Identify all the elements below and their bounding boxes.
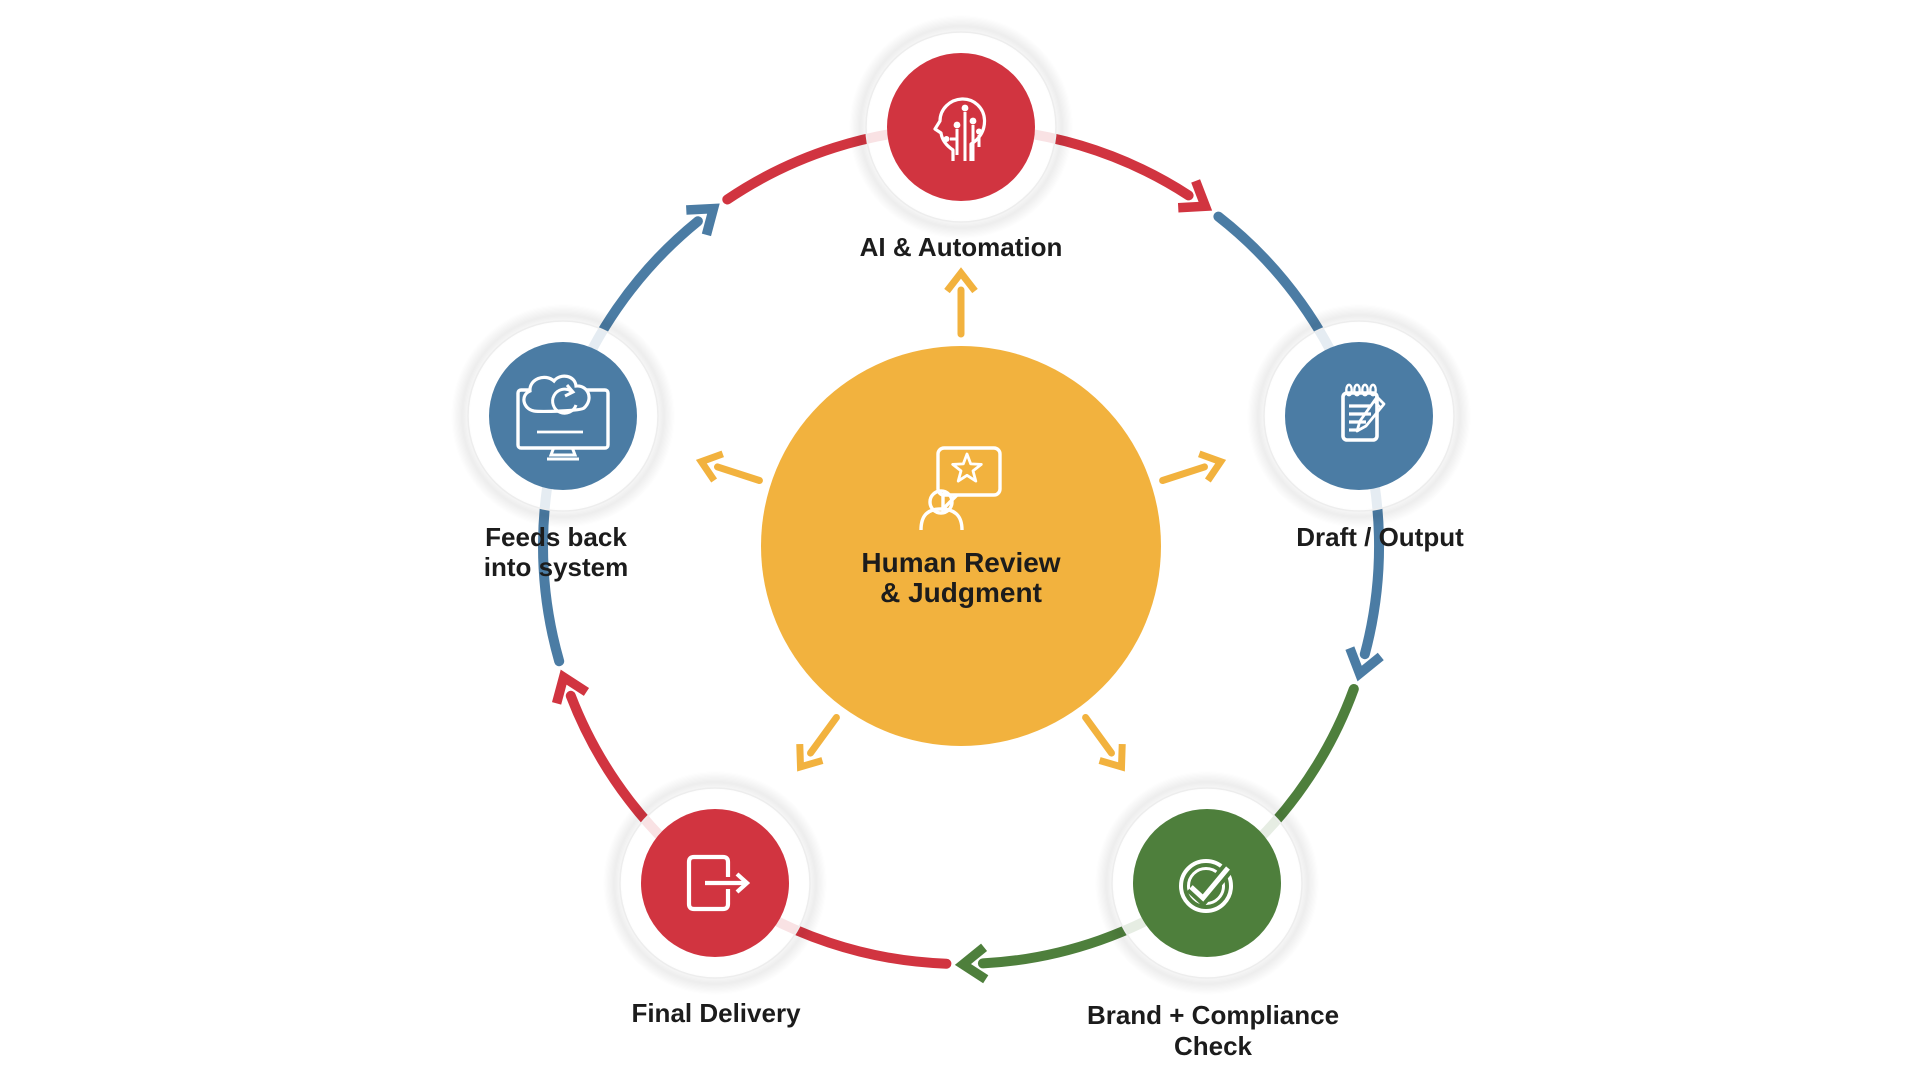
node-label-line1: Feeds back: [485, 522, 627, 552]
node-final-delivery: Final Delivery: [603, 771, 827, 1028]
ai-head-circuit-icon: [933, 97, 987, 161]
center-arrow-to-draft: [1159, 450, 1227, 484]
check-circle-icon: [1179, 859, 1233, 913]
center-arrow-to-brand: [1082, 714, 1126, 772]
notepad-pencil-icon: [1341, 383, 1386, 442]
export-document-icon: [686, 854, 751, 912]
person-star-speech-icon: [919, 446, 1002, 531]
node-label-line2: Check: [1174, 1031, 1253, 1061]
node-label: Final Delivery: [631, 998, 801, 1028]
node-circle: [489, 342, 637, 490]
node-brand-compliance-check: Brand + Compliance Check: [1087, 771, 1339, 1061]
node-feeds-back-into-system: Feeds back into system: [451, 304, 675, 582]
node-label: Draft / Output: [1296, 522, 1464, 552]
center-label-line1: Human Review: [861, 547, 1060, 578]
node-circle: [887, 53, 1035, 201]
center-arrow-to-feeds: [695, 450, 763, 484]
center-hub: Human Review & Judgment: [761, 346, 1161, 746]
center-label-line2: & Judgment: [880, 577, 1042, 608]
node-ai-automation: AI & Automation: [849, 15, 1073, 262]
node-label-line2: into system: [484, 552, 629, 582]
center-circle: [761, 346, 1161, 746]
node-label-line1: Brand + Compliance: [1087, 1000, 1339, 1030]
center-radial-arrows: [695, 267, 1227, 772]
node-circle: [1133, 809, 1281, 957]
monitor-cloud-sync-icon: [516, 374, 610, 461]
node-label: AI & Automation: [860, 232, 1063, 262]
center-arrow-to-final: [796, 714, 840, 772]
node-circle: [1285, 342, 1433, 490]
node-draft-output: Draft / Output: [1247, 304, 1471, 552]
